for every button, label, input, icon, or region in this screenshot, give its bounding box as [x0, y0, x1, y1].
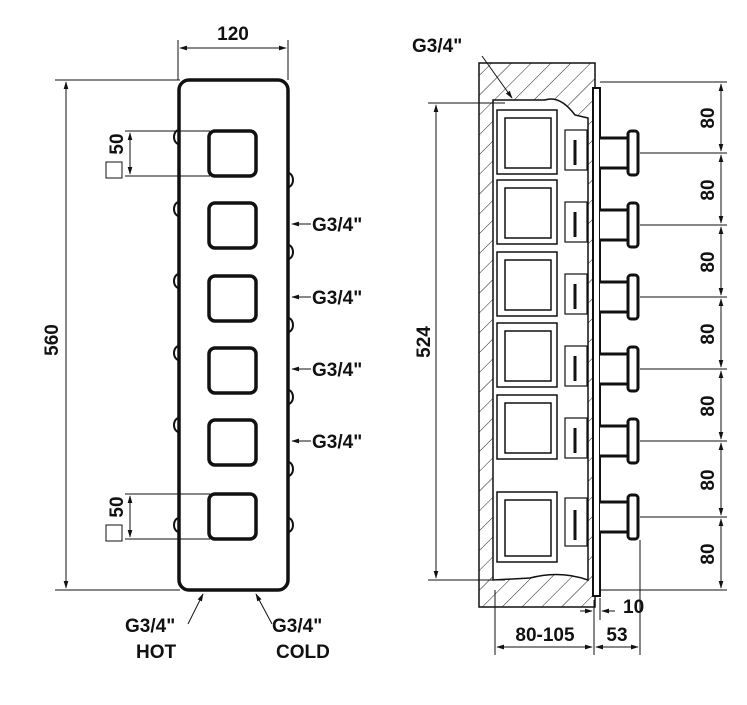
cold-label: COLD [276, 642, 330, 663]
width-dimension: 120 [177, 24, 289, 80]
top-thread-label: G3/4" [412, 36, 462, 57]
control-button-6[interactable] [207, 492, 258, 541]
outlet-label-3: G3/4" [312, 360, 362, 381]
depth-dim-label: 80-105 [515, 625, 575, 646]
control-button-2[interactable] [207, 201, 258, 250]
spacing-top-label: 50 [107, 133, 128, 154]
spacing-dim-4: 80 [698, 323, 719, 344]
spacing-dim-6: 80 [698, 469, 719, 490]
spacing-dim-2: 80 [698, 179, 719, 200]
spacing-bottom-label: 50 [107, 496, 128, 517]
outlet-label-1: G3/4" [312, 215, 362, 236]
side-height-label: 524 [414, 326, 435, 358]
outlet-label-4: G3/4" [312, 432, 362, 453]
spacing-dim-1: 80 [698, 107, 719, 128]
control-button-1[interactable] [207, 129, 258, 178]
protrusion-dim-label: 53 [606, 625, 627, 646]
control-button-3[interactable] [207, 274, 258, 323]
cover-plate [177, 78, 290, 592]
depth-dimensions: 10 80-105 53 [494, 540, 644, 655]
side-knobs [600, 129, 640, 541]
valve-bodies [496, 109, 588, 563]
outlet-label-2: G3/4" [312, 288, 362, 309]
inlet-hot: G3/4" HOT [125, 593, 204, 663]
height-dimension: 560 [42, 79, 180, 591]
button-spacing-bottom: 50 [105, 493, 210, 542]
spacing-dim-5: 80 [698, 395, 719, 416]
inlet-cold: G3/4" COLD [255, 593, 330, 663]
button-spacing-top: 50 [105, 130, 210, 179]
control-button-4[interactable] [207, 346, 258, 395]
hot-thread-label: G3/4" [125, 616, 175, 637]
height-dim-label: 560 [42, 324, 63, 356]
top-thread-callout: G3/4" [412, 36, 513, 99]
outlet-labels: G3/4" G3/4" G3/4" G3/4" [291, 215, 362, 453]
cold-thread-label: G3/4" [272, 616, 322, 637]
left-connectors [173, 129, 180, 533]
spacing-dimensions: 80 80 80 80 80 80 80 [600, 81, 727, 591]
right-connectors [287, 172, 294, 533]
button-column [207, 129, 258, 541]
side-view: G3/4" 524 80 80 [412, 36, 727, 655]
hot-label: HOT [136, 642, 177, 663]
spacing-dim-3: 80 [698, 251, 719, 272]
front-view: 120 560 [42, 24, 362, 663]
side-height-dimension: 524 [414, 102, 505, 581]
control-button-5[interactable] [207, 418, 258, 467]
plate-dim-label: 10 [623, 597, 644, 618]
spacing-dim-7: 80 [698, 543, 719, 564]
width-dim-label: 120 [217, 24, 249, 45]
side-cover-plate [592, 87, 601, 597]
